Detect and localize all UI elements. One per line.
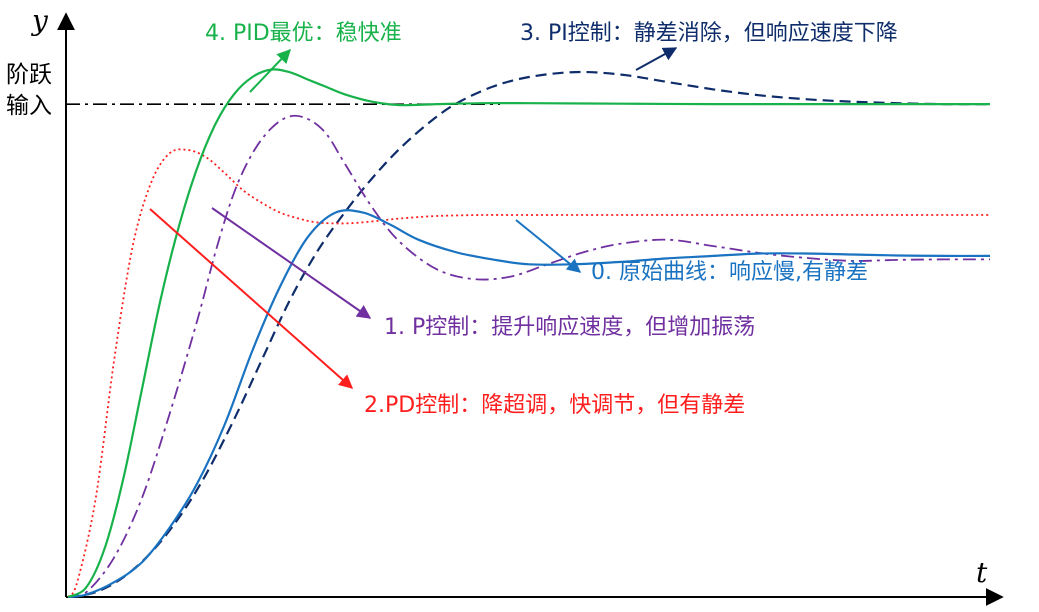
annotation-arrow-original: [515, 219, 582, 273]
step-input-label-line1: 阶跃: [6, 62, 52, 88]
label-original-curve: 0. 原始曲线：响应慢,有静差: [591, 260, 868, 285]
series-pid-optimal-line: [67, 68, 990, 599]
series-pd-control-line: [67, 148, 990, 598]
label-pd-control: 2.PD控制：降超调，快调节，但有静差: [364, 393, 745, 418]
label-pi-control: 3. PI控制：静差消除，但响应速度下降: [520, 21, 898, 46]
series-pi-control-line: [67, 70, 991, 599]
series-original-line: [67, 209, 991, 599]
response-curves: [67, 68, 991, 599]
label-p-control: 1. P控制：提升响应速度，但增加振荡: [384, 315, 755, 340]
step-input-label-line2: 输入: [6, 93, 52, 119]
annotation-arrow-p-control: [211, 207, 372, 319]
label-pid-optimal: 4. PID最优：稳快准: [205, 21, 402, 46]
annotation-arrow-pi-control: [635, 47, 678, 71]
annotation-arrow-pd-control: [149, 208, 354, 389]
x-axis-label: t: [976, 556, 988, 589]
y-axis-label: y: [30, 4, 49, 37]
annotation-arrow-pid: [249, 48, 291, 93]
series-p-control-line: [67, 114, 991, 598]
